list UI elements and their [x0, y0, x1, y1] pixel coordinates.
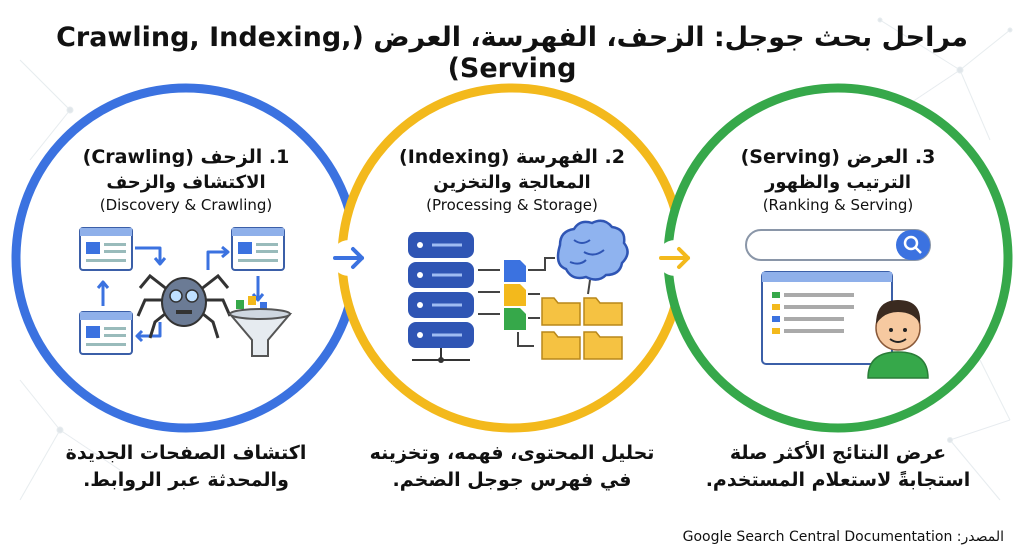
- stage1-caption-line2: والمحدثة عبر الروابط.: [83, 469, 289, 491]
- arrow-right-icon: [657, 240, 693, 276]
- folder-icon: [583, 331, 623, 360]
- stage1-caption: اكتشاف الصفحات الجديدة والمحدثة عبر الرو…: [36, 440, 336, 494]
- spider-bot-icon: [136, 273, 232, 339]
- folder-icon: [541, 331, 581, 360]
- stage3-caption-line1: عرض النتائج الأكثر صلة: [729, 442, 947, 464]
- page-title: مراحل بحث جوجل: الزحف، الفهرسة، العرض (C…: [56, 22, 968, 84]
- stage1-ring: [11, 83, 361, 433]
- search-icon: [903, 235, 922, 254]
- webpage-icon: [79, 311, 133, 355]
- source-note: المصدر: Google Search Central Documentat…: [682, 529, 1004, 545]
- stage2-label: 2. الفهرسة (Indexing) المعالجة والتخزين …: [382, 146, 642, 214]
- stage3-caption-line2: استجابةً لاستعلام المستخدم.: [705, 469, 971, 491]
- results-page-icon: [761, 271, 893, 365]
- webpage-icon: [79, 227, 133, 271]
- stage2-subheading: المعالجة والتخزين: [433, 172, 591, 193]
- document-icon: [504, 308, 526, 330]
- stage3-subheading: الترتيب والظهور: [764, 172, 912, 193]
- stage1-heading: 1. الزحف (Crawling): [82, 146, 290, 168]
- stage2-heading: 2. الفهرسة (Indexing): [399, 146, 625, 168]
- stage1-caption-line1: اكتشاف الصفحات الجديدة: [65, 442, 307, 464]
- stage3-label: 3. العرض (Serving) الترتيب والظهور (Rank…: [708, 146, 968, 214]
- stage1-label: 1. الزحف (Crawling) الاكتشاف والزحف (Dis…: [56, 146, 316, 214]
- stage2-ring: [337, 83, 687, 433]
- stage2-caption: تحليل المحتوى، فهمه، وتخزينه في فهرس جوج…: [362, 440, 662, 494]
- stage1-english: (Discovery & Crawling): [99, 196, 273, 214]
- database-icon: [408, 232, 474, 363]
- arrow-right-icon: [331, 240, 367, 276]
- stage3-caption: عرض النتائج الأكثر صلة استجابةً لاستعلام…: [688, 440, 988, 494]
- webpage-icon: [231, 227, 285, 271]
- stage2-caption-line1: تحليل المحتوى، فهمه، وتخزينه: [369, 442, 655, 464]
- stage2-english: (Processing & Storage): [426, 196, 598, 214]
- folder-icon: [541, 297, 581, 326]
- stage2-caption-line2: في فهرس جوجل الضخم.: [392, 469, 632, 491]
- document-icon: [504, 260, 526, 282]
- user-avatar-icon: [867, 300, 929, 379]
- stage3-heading: 3. العرض (Serving): [740, 146, 936, 168]
- stage1-subheading: الاكتشاف والزحف: [106, 172, 266, 193]
- folder-icon: [583, 297, 623, 326]
- stage3-english: (Ranking & Serving): [762, 196, 914, 214]
- document-icon: [504, 284, 526, 306]
- search-bar-icon: [745, 229, 931, 261]
- brain-icon: [556, 219, 629, 295]
- funnel-icon: [227, 296, 293, 357]
